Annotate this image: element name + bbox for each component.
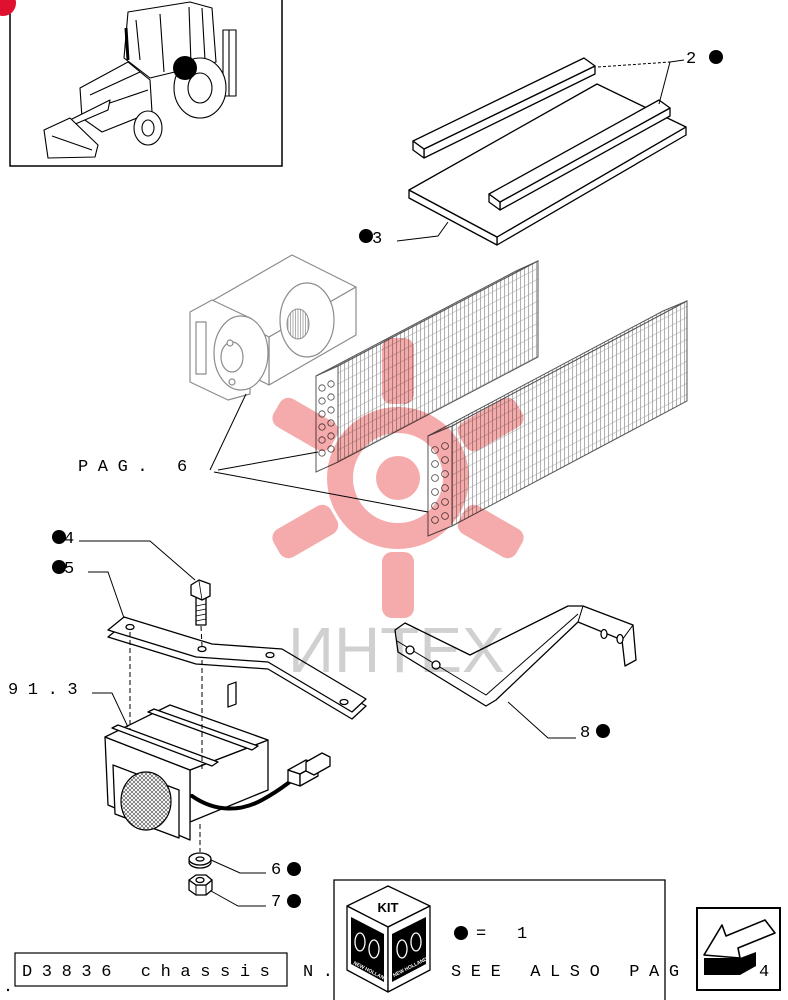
backhoe-loader-drawing: [43, 1, 237, 159]
kit-cube-icon: KIT NEW HOLLAND NEW HOLLAND: [346, 885, 431, 993]
callout-8: 8: [580, 724, 610, 743]
spacer-strip-lower: [488, 99, 671, 211]
see-also-label: SEE ALSO PAG: [451, 963, 689, 982]
part-marker-dot: [287, 862, 301, 876]
bolt: [190, 579, 211, 626]
reference-pag-6: PAG. 6: [78, 458, 197, 477]
callout-6-number: 6: [271, 861, 281, 880]
legend-quantity: 1: [517, 925, 527, 944]
connector: [287, 752, 331, 787]
part-marker-dot: [359, 229, 373, 243]
part-marker-dot: [52, 530, 66, 544]
callout-7-number: 7: [271, 893, 281, 912]
reference-91-3: 91.3: [8, 681, 87, 700]
support-bracket: [394, 605, 637, 707]
grille: [120, 771, 172, 831]
blower-housing: [189, 254, 357, 401]
callout-7: 7: [271, 893, 301, 912]
model-chassis-label: D3836 chassis: [22, 963, 279, 982]
watermark-text: ИНТЕХ: [288, 614, 505, 686]
stray-dot: [6, 988, 10, 992]
assembly-lines: [129, 625, 203, 852]
callout-3: 3: [359, 229, 382, 249]
kit-label: KIT: [378, 900, 399, 915]
footer: D3836 chassis N. SEE ALSO PAG: [6, 952, 689, 992]
watermark-logo: [272, 338, 524, 618]
red-page-marker: [0, 0, 16, 16]
see-also-page-number: 4: [759, 963, 769, 982]
legend-equals: =: [476, 925, 486, 944]
callout-2-number: 2: [686, 50, 696, 69]
callout-8-number: 8: [580, 724, 590, 743]
part-marker-dot: [287, 894, 301, 908]
spacer-strip-upper: [412, 57, 596, 159]
callout-4: 4: [52, 530, 74, 549]
callout-5-number: 5: [64, 560, 74, 579]
nut: [188, 874, 213, 896]
callout-6: 6: [271, 861, 301, 880]
callout-4-number: 4: [64, 530, 74, 549]
callout-2: 2: [686, 50, 723, 69]
part-marker-dot: [709, 50, 723, 64]
callout-3-number: 3: [372, 230, 382, 249]
number-label: N.: [303, 963, 343, 982]
part-marker-dot: [596, 724, 610, 738]
callout-5: 5: [52, 560, 74, 579]
new-holland-logo-icon: NEW HOLLAND: [392, 917, 429, 982]
leader-lines: [79, 59, 685, 907]
next-page-arrow-icon[interactable]: [696, 907, 781, 991]
spacer-plate: [408, 83, 687, 246]
side-slot: [227, 681, 237, 708]
part-marker-dot: [52, 560, 66, 574]
heater-unit: [104, 681, 331, 841]
location-marker-dot: [173, 56, 197, 80]
part-marker-dot: [454, 926, 468, 940]
mounting-bracket: [107, 616, 367, 720]
washer: [188, 852, 212, 869]
kit-legend-box: KIT NEW HOLLAND NEW HOLLAND = 1: [333, 879, 666, 1000]
model-box: [14, 952, 288, 987]
machine-location-inset: [0, 0, 283, 167]
